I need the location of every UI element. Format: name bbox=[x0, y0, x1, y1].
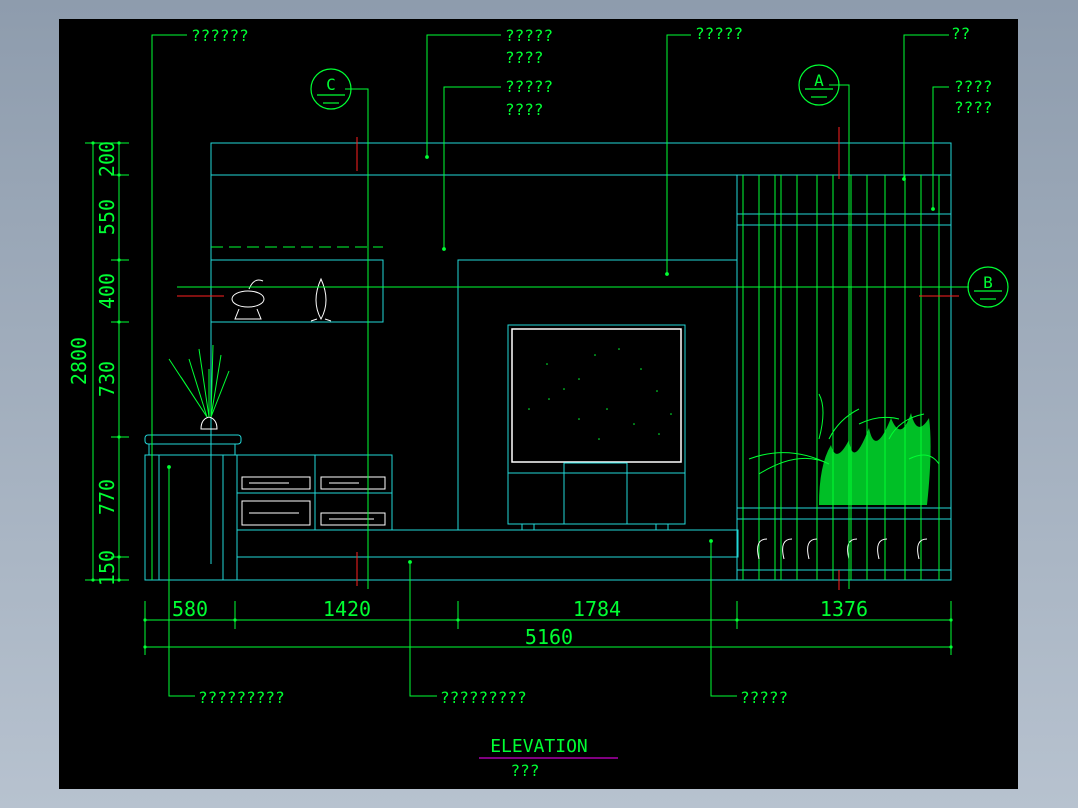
section-label-b: B bbox=[983, 273, 993, 292]
cad-drawing-canvas[interactable]: ?????? ????? ???? ????? ???? ????? ?? ??… bbox=[59, 19, 1018, 789]
pebbles bbox=[757, 538, 928, 560]
dim-horizontal-1784: 1784 bbox=[573, 597, 621, 621]
tv-screen-texture bbox=[528, 348, 672, 440]
av-vcr bbox=[320, 512, 386, 526]
section-marker-c bbox=[310, 68, 352, 110]
dim-horizontal-580: 580 bbox=[172, 597, 208, 621]
tv-foot bbox=[655, 523, 669, 531]
drawing-subtitle: ??? bbox=[511, 761, 540, 780]
bird-ornament-detail bbox=[234, 279, 264, 320]
partition-slats bbox=[742, 175, 940, 580]
dim-tick-dots bbox=[91, 141, 953, 649]
dim-vertical-total: 2800 bbox=[67, 337, 91, 385]
av-dvd-top-right bbox=[320, 476, 386, 490]
screen-partition bbox=[736, 174, 952, 581]
tv-stand-door bbox=[563, 462, 628, 525]
dim-horizontal-1376: 1376 bbox=[820, 597, 868, 621]
callout-top-6b: ???? bbox=[954, 98, 993, 117]
callout-bottom-2: ????????? bbox=[440, 688, 527, 707]
callout-top-5: ?? bbox=[951, 24, 970, 43]
shelf-ornaments bbox=[231, 277, 332, 322]
elevation-drawing: ?????? ????? ???? ????? ???? ????? ?? ??… bbox=[67, 24, 1009, 780]
dim-vertical-550: 550 bbox=[95, 199, 119, 235]
leader-end-dots bbox=[167, 155, 935, 564]
drawing-title: ELEVATION bbox=[490, 736, 588, 757]
bird-ornament bbox=[231, 290, 265, 308]
section-marker-b bbox=[967, 266, 1009, 308]
television-screen bbox=[511, 328, 682, 463]
leader-top-1 bbox=[151, 34, 187, 580]
leader-bottom-1 bbox=[168, 467, 195, 697]
foliage-mass bbox=[819, 413, 931, 505]
tv-foot bbox=[521, 523, 535, 531]
penguin-ornament bbox=[310, 277, 332, 322]
callout-top-4: ????? bbox=[695, 24, 743, 43]
column-cap bbox=[144, 434, 242, 445]
section-cut-marks bbox=[177, 127, 959, 590]
leader-section-c bbox=[345, 88, 369, 589]
leader-top-4 bbox=[666, 34, 691, 274]
horizontal-dimension-chain bbox=[144, 601, 952, 655]
callout-bottom-1: ????????? bbox=[198, 688, 285, 707]
section-label-c: C bbox=[326, 75, 336, 94]
av-devices bbox=[241, 476, 386, 526]
leaf-strokes bbox=[748, 393, 940, 475]
section-markers bbox=[310, 64, 1009, 308]
section-marker-a bbox=[798, 64, 840, 106]
dim-vertical-730: 730 bbox=[95, 361, 119, 397]
partition-plants bbox=[819, 413, 931, 505]
potted-plant bbox=[168, 344, 230, 430]
dim-vertical-200: 200 bbox=[95, 141, 119, 177]
leader-bottom-3 bbox=[710, 541, 737, 697]
plant-pot bbox=[200, 416, 218, 430]
section-label-a: A bbox=[814, 71, 824, 90]
callout-top-1: ?????? bbox=[191, 26, 249, 45]
leader-top-6 bbox=[932, 86, 949, 209]
leader-top-2 bbox=[426, 34, 501, 157]
av-amplifier bbox=[241, 500, 311, 526]
leader-top-3 bbox=[443, 86, 501, 249]
dim-vertical-150: 150 bbox=[95, 550, 119, 586]
base-platform bbox=[236, 529, 739, 558]
television-frame bbox=[507, 324, 686, 474]
callout-top-2a: ????? bbox=[505, 26, 553, 45]
furniture-outline bbox=[144, 142, 952, 581]
callout-top-6a: ???? bbox=[954, 77, 993, 96]
dim-horizontal-1420: 1420 bbox=[323, 597, 371, 621]
av-receiver-top-left bbox=[241, 476, 311, 490]
display-shelf bbox=[210, 259, 384, 323]
leader-lines bbox=[151, 34, 969, 697]
callout-top-3a: ????? bbox=[505, 77, 553, 96]
leader-bottom-2 bbox=[409, 562, 437, 697]
tv-back-panel bbox=[457, 259, 738, 531]
leader-top-5 bbox=[903, 34, 949, 179]
dim-vertical-770: 770 bbox=[95, 479, 119, 515]
dim-horizontal-total: 5160 bbox=[525, 625, 573, 649]
callout-top-2b: ???? bbox=[505, 48, 544, 67]
callout-bottom-3: ????? bbox=[740, 688, 788, 707]
dim-vertical-400: 400 bbox=[95, 273, 119, 309]
ceiling-band bbox=[210, 142, 952, 176]
leader-section-a bbox=[829, 84, 850, 589]
tv-stand bbox=[507, 472, 686, 525]
plant-leaves bbox=[168, 344, 230, 418]
callout-top-3b: ???? bbox=[505, 100, 544, 119]
